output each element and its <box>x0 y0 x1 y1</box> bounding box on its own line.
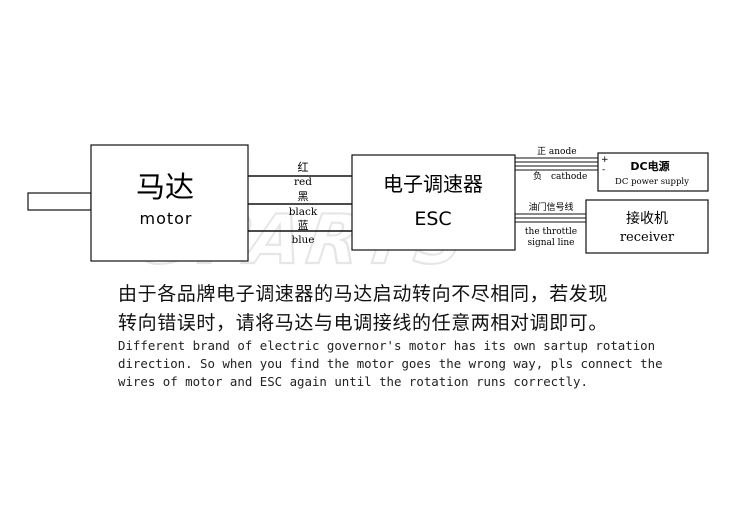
esc-label-cn: 电子调速器 <box>383 172 483 196</box>
esc-label-en: ESC <box>414 208 451 230</box>
wire-red-cn: 红 <box>298 161 309 174</box>
instruction-en-line-1: Different brand of electric governor's m… <box>118 338 656 353</box>
throttle-label-cn: 油门信号线 <box>528 201 573 213</box>
cathode-label: 负 cathode <box>533 170 587 182</box>
dc-power-title: DC电源 <box>630 159 669 173</box>
motor-shaft <box>27 192 92 211</box>
motor-box <box>90 144 249 262</box>
instruction-cn-line-2: 转向错误时，请将马达与电调接线的任意两相对调即可。 <box>118 312 609 334</box>
wire-black-en: black <box>289 206 318 218</box>
dc-minus-sign: - <box>602 165 605 175</box>
instruction-cn-line-1: 由于各品牌电子调速器的马达启动转向不尽相同，若发现 <box>118 283 609 305</box>
instruction-en-line-2: direction. So when you find the motor go… <box>118 356 663 371</box>
instruction-en-line-3: wires of motor and ESC again until the r… <box>118 374 588 389</box>
throttle-label-en-2: signal line <box>527 238 574 248</box>
esc-box <box>351 154 516 251</box>
dc-plus-sign: + <box>601 155 609 165</box>
receiver-label-en: receiver <box>620 230 675 245</box>
wire-blue-cn: 蓝 <box>298 219 309 232</box>
dc-power-box <box>597 152 709 192</box>
motor-label-en: motor <box>139 209 192 228</box>
wire-red-en: red <box>294 176 312 188</box>
instruction-cn: 由于各品牌电子调速器的马达启动转向不尽相同，若发现 转向错误时，请将马达与电调接… <box>118 280 718 338</box>
anode-label: 正 anode <box>537 147 577 157</box>
instruction-en: Different brand of electric governor's m… <box>118 337 738 391</box>
motor-label-cn: 马达 <box>136 170 194 204</box>
dc-power-subtitle: DC power supply <box>615 177 689 187</box>
wire-black-cn: 黑 <box>298 190 309 203</box>
receiver-label-cn: 接收机 <box>626 210 668 227</box>
wire-blue-en: blue <box>291 234 314 246</box>
receiver-box <box>585 199 709 254</box>
throttle-label-en-1: the throttle <box>525 227 577 237</box>
